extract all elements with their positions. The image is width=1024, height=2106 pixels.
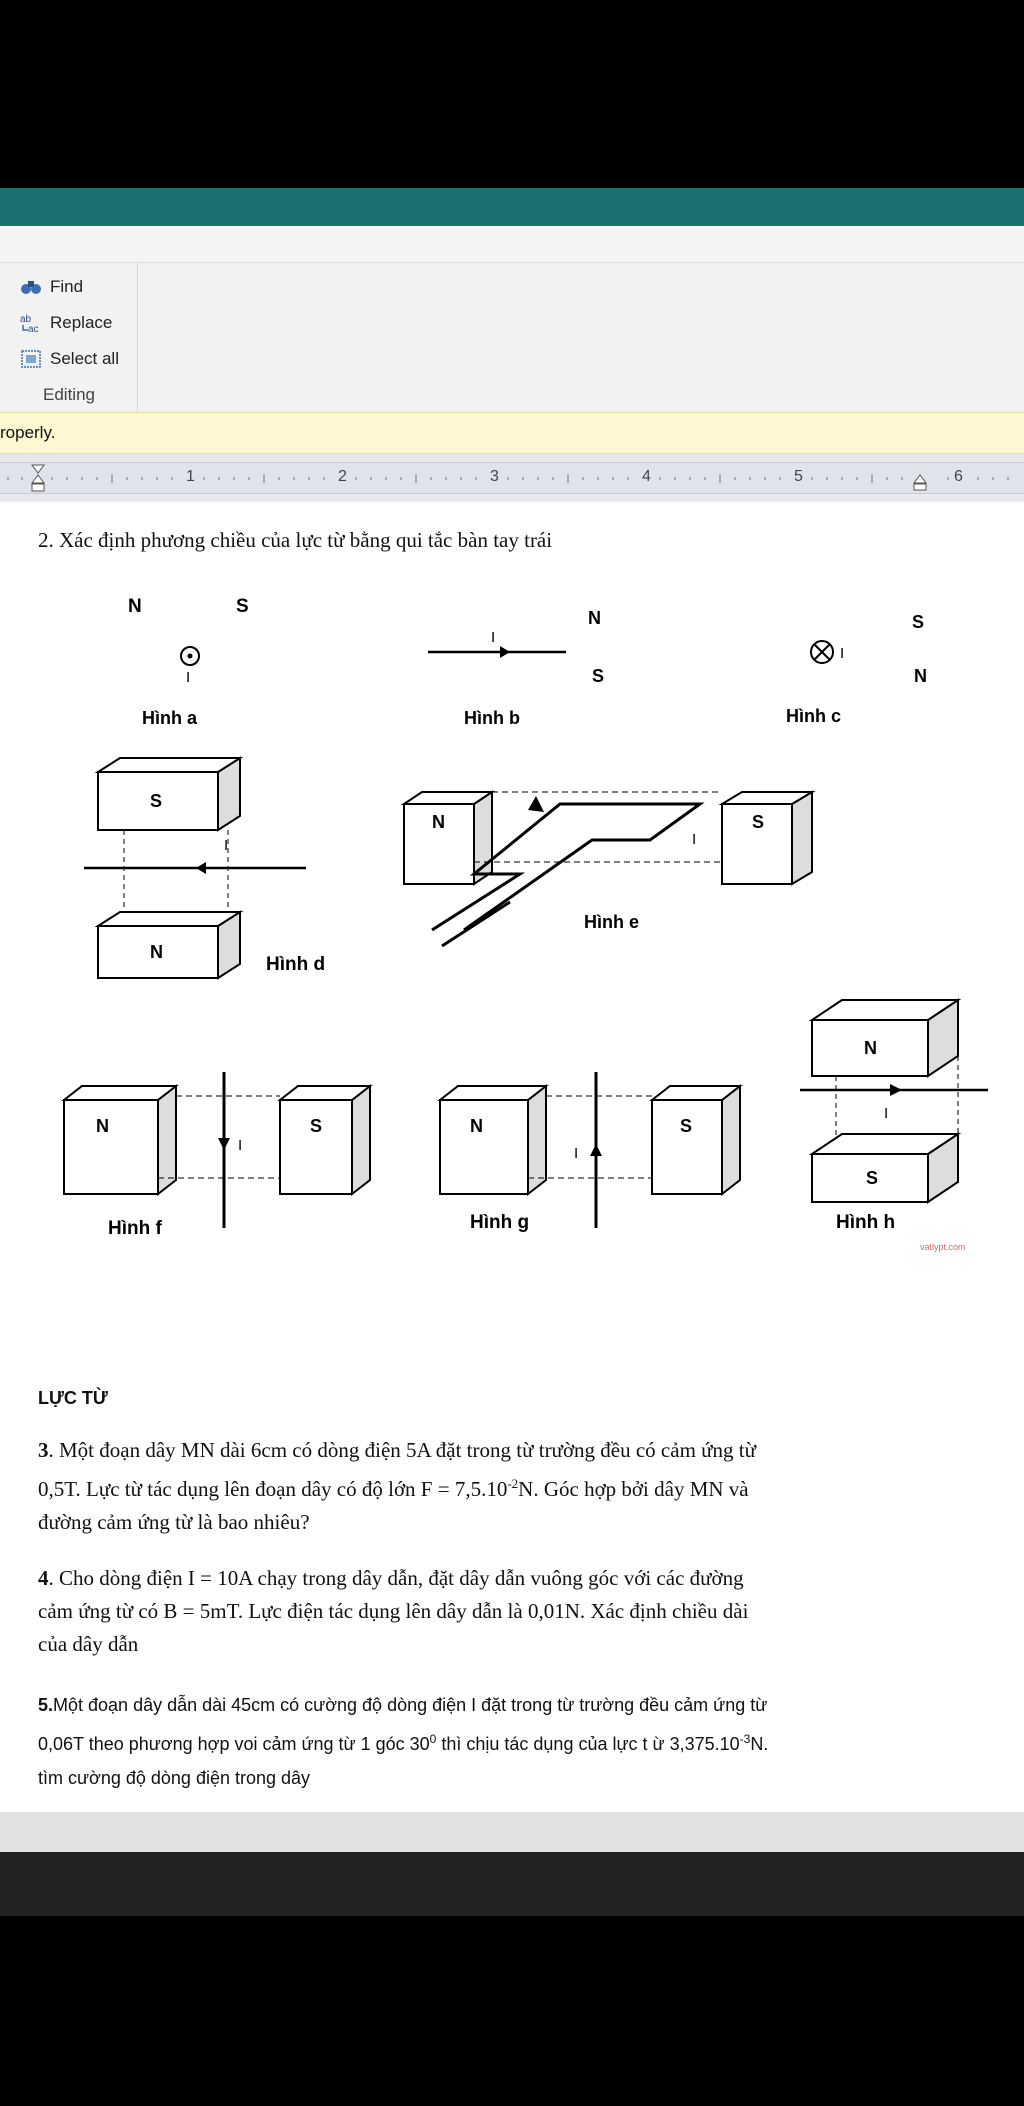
- figure-c: I S N Hình c: [786, 612, 927, 726]
- select-all-icon: [20, 348, 42, 370]
- magnet-left-label: N: [470, 1116, 483, 1136]
- figure-g: N S I Hình g: [437, 1072, 743, 1233]
- magnet-right-label: S: [310, 1116, 322, 1136]
- ruler-number: 1: [186, 468, 195, 485]
- svg-text:ab: ab: [20, 314, 32, 325]
- status-bar: [0, 1852, 1024, 1916]
- current-label: I: [224, 837, 228, 854]
- ribbon-tabs-area: [0, 226, 1024, 262]
- question-number: 3: [38, 1438, 49, 1462]
- question-3: 3. Một đoạn dây MN dài 6cm có dòng điện …: [38, 1434, 756, 1539]
- right-indent-marker-icon[interactable]: [913, 474, 927, 491]
- figure-b: I N S Hình b: [428, 608, 604, 728]
- question-3-line: N. Góc hợp bởi dây MN và: [518, 1477, 749, 1501]
- magnet-right-label: S: [680, 1116, 692, 1136]
- question-4-line: . Cho dòng điện I = 10A chạy trong dây d…: [48, 1566, 744, 1590]
- find-button[interactable]: Find: [20, 273, 83, 301]
- magnet-top-label: N: [864, 1038, 877, 1058]
- figure-caption: Hình d: [266, 954, 325, 975]
- figure-caption: Hình c: [786, 706, 841, 726]
- magnet-n-label: N: [914, 666, 927, 686]
- document-bottom-area: [0, 1812, 1024, 1852]
- figure-caption: Hình b: [464, 708, 520, 728]
- question-5-line: Một đoạn dây dẫn dài 45cm có cường độ dò…: [53, 1695, 768, 1715]
- horizontal-ruler[interactable]: 1 2 3 4 5 6: [0, 462, 1024, 494]
- question-number: 5.: [38, 1695, 54, 1715]
- magnet-left-label: N: [96, 1116, 109, 1136]
- question-3-line: 0,5T. Lực từ tác dụng lên đoạn dây có độ…: [38, 1477, 508, 1501]
- current-label: I: [491, 629, 495, 646]
- info-bar-text: roperly.: [0, 423, 56, 442]
- magnet-s-label: S: [236, 596, 249, 617]
- current-label: I: [692, 831, 696, 848]
- current-label: I: [884, 1105, 888, 1122]
- section-title: LỰC TỪ: [38, 1388, 108, 1408]
- document-page[interactable]: 2. Xác định phương chiều của lực từ bằng…: [0, 502, 1024, 1812]
- magnet-bottom-label: N: [150, 942, 163, 962]
- figure-caption: Hình f: [108, 1218, 162, 1239]
- svg-text:ac: ac: [28, 324, 39, 334]
- question-5-line: 0,06T theo phương hợp voi cảm ứng từ 1 g…: [38, 1734, 430, 1754]
- replace-label: Replace: [50, 313, 113, 332]
- exponent: -3: [739, 1732, 751, 1746]
- figure-d: S I N Hình d: [84, 756, 325, 980]
- current-label: I: [238, 1137, 242, 1154]
- magnet-s-label: S: [592, 666, 604, 686]
- magnet-top-label: S: [150, 791, 162, 811]
- question-4-line: cảm ứng từ có B = 5mT. Lực điện tác dụng…: [38, 1599, 749, 1623]
- magnet-n-label: N: [588, 608, 601, 628]
- exponent: 0: [429, 1732, 437, 1746]
- figure-f: N S I Hình f: [61, 1072, 373, 1239]
- magnet-s-label: S: [912, 612, 924, 632]
- figure-caption: Hình a: [142, 708, 198, 728]
- ruler-number: 5: [794, 468, 803, 485]
- screen-bottom: [0, 1916, 1024, 2106]
- current-label: I: [574, 1145, 578, 1162]
- question-5: 5.Một đoạn dây dẫn dài 45cm có cường độ …: [38, 1688, 768, 1795]
- question-3-line: đường cảm ứng từ là bao nhiêu?: [38, 1510, 310, 1534]
- select-all-label: Select all: [50, 349, 119, 368]
- ruler-number: 6: [954, 468, 963, 485]
- ruler-number: 4: [642, 468, 651, 485]
- current-label: I: [840, 645, 844, 662]
- figure-e: N S I Hình e: [400, 790, 816, 948]
- figure-h: N I S Hình h vatlypt.com: [800, 998, 988, 1252]
- indent-marker-icon[interactable]: [31, 464, 45, 492]
- ruler-number: 3: [490, 468, 499, 485]
- current-label: I: [186, 669, 190, 686]
- magnet-right-label: S: [752, 812, 764, 832]
- magnet-bottom-label: S: [866, 1168, 878, 1188]
- question-5-line: thì chịu tác dụng của lực t ừ 3,375.10: [436, 1734, 740, 1754]
- figures-area: N S I Hình a I N S Hình b I S N Hình c: [61, 596, 988, 1252]
- figure-caption: Hình g: [470, 1212, 529, 1233]
- figure-caption: Hình h: [836, 1212, 895, 1233]
- current-out-icon: [180, 646, 200, 666]
- question-3-line: . Một đoạn dây MN dài 6cm có dòng điện 5…: [48, 1438, 757, 1462]
- question-4: 4. Cho dòng điện I = 10A chạy trong dây …: [38, 1562, 748, 1661]
- status-area: [0, 0, 1024, 188]
- current-in-icon: [810, 640, 834, 664]
- select-all-button[interactable]: Select all: [20, 345, 119, 373]
- question-number: 4: [38, 1566, 49, 1590]
- figure-a: N S I Hình a: [128, 596, 249, 728]
- binoculars-icon: [20, 276, 42, 298]
- question-2-title: 2. Xác định phương chiều của lực từ bằng…: [38, 528, 553, 552]
- question-5-line: N.: [750, 1734, 769, 1754]
- editing-group-label: Editing: [43, 385, 95, 404]
- question-4-line: của dây dẫn: [38, 1632, 139, 1656]
- ruler-number: 2: [338, 468, 347, 485]
- magnet-n-label: N: [128, 596, 142, 617]
- info-bar: roperly.: [0, 412, 1024, 454]
- exponent: -2: [507, 1476, 519, 1491]
- question-5-line: tìm cường độ dòng điện trong dây: [38, 1768, 311, 1788]
- watermark-text: vatlypt.com: [920, 1242, 966, 1252]
- magnet-left-label: N: [432, 812, 445, 832]
- find-label: Find: [50, 277, 84, 296]
- figure-caption: Hình e: [584, 912, 639, 932]
- title-bar: [0, 188, 1024, 226]
